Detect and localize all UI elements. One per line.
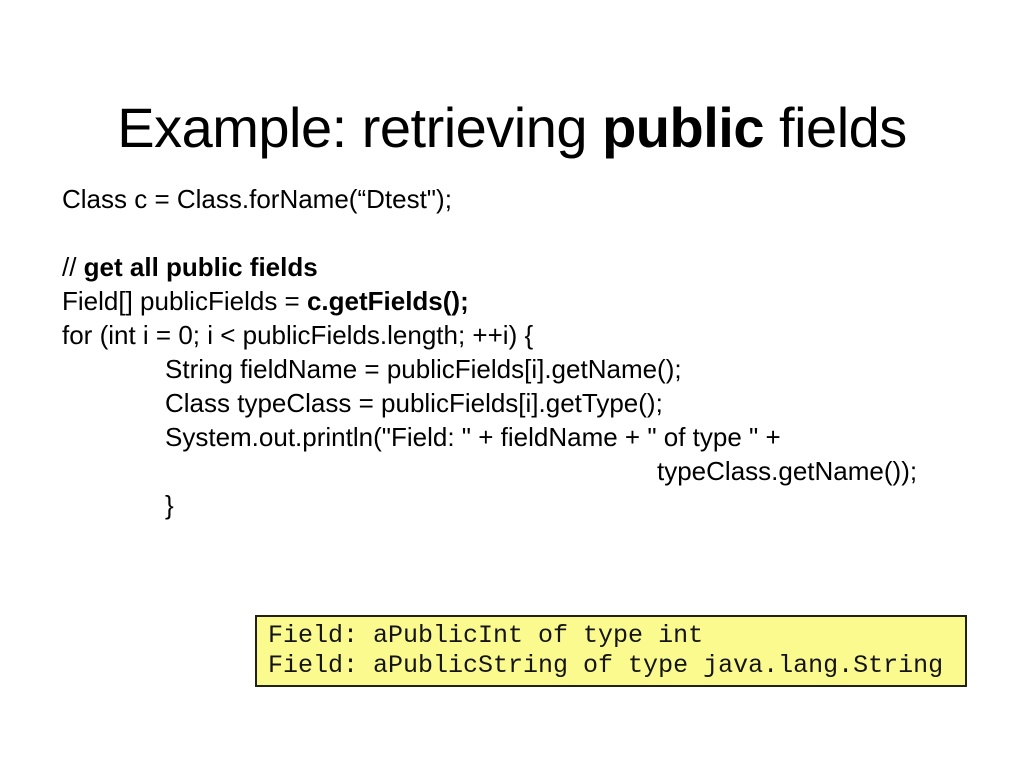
code-line-blank — [62, 216, 917, 250]
code-text: // — [62, 252, 84, 282]
code-line: String fieldName = publicFields[i].getNa… — [62, 352, 917, 386]
code-block: Class c = Class.forName(“Dtest"); // get… — [62, 182, 917, 522]
code-line: } — [62, 488, 917, 522]
code-line: Class c = Class.forName(“Dtest"); — [62, 182, 917, 216]
code-text: String fieldName = publicFields[i].getNa… — [165, 354, 682, 384]
code-text: } — [165, 490, 174, 520]
code-text: for (int i = 0; i < publicFields.length;… — [62, 320, 534, 350]
code-text: Class c = Class.forName(“Dtest"); — [62, 184, 452, 214]
code-text: Class typeClass = publicFields[i].getTyp… — [165, 388, 663, 418]
code-line: typeClass.getName()); — [62, 454, 917, 488]
output-line: Field: aPublicInt of type int — [268, 621, 704, 650]
title-text: Example: retrieving — [117, 95, 603, 159]
code-line: // get all public fields — [62, 250, 917, 284]
code-text: Field[] publicFields = — [62, 286, 307, 316]
code-line: Class typeClass = publicFields[i].getTyp… — [62, 386, 917, 420]
code-text: System.out.println("Field: " + fieldName… — [165, 422, 781, 452]
slide-title: Example: retrieving public fields — [0, 96, 1024, 160]
program-output-box: Field: aPublicInt of type int Field: aPu… — [255, 615, 967, 687]
code-line: System.out.println("Field: " + fieldName… — [62, 420, 917, 454]
title-emphasis: public — [602, 95, 764, 159]
code-text-bold: get all public fields — [83, 252, 318, 282]
code-text-bold: c.getFields(); — [306, 286, 469, 316]
code-line: for (int i = 0; i < publicFields.length;… — [62, 318, 917, 352]
output-line: Field: aPublicString of type java.lang.S… — [268, 651, 944, 680]
code-line: Field[] publicFields = c.getFields(); — [62, 284, 917, 318]
code-text: typeClass.getName()); — [657, 456, 918, 486]
title-text: fields — [763, 95, 907, 159]
